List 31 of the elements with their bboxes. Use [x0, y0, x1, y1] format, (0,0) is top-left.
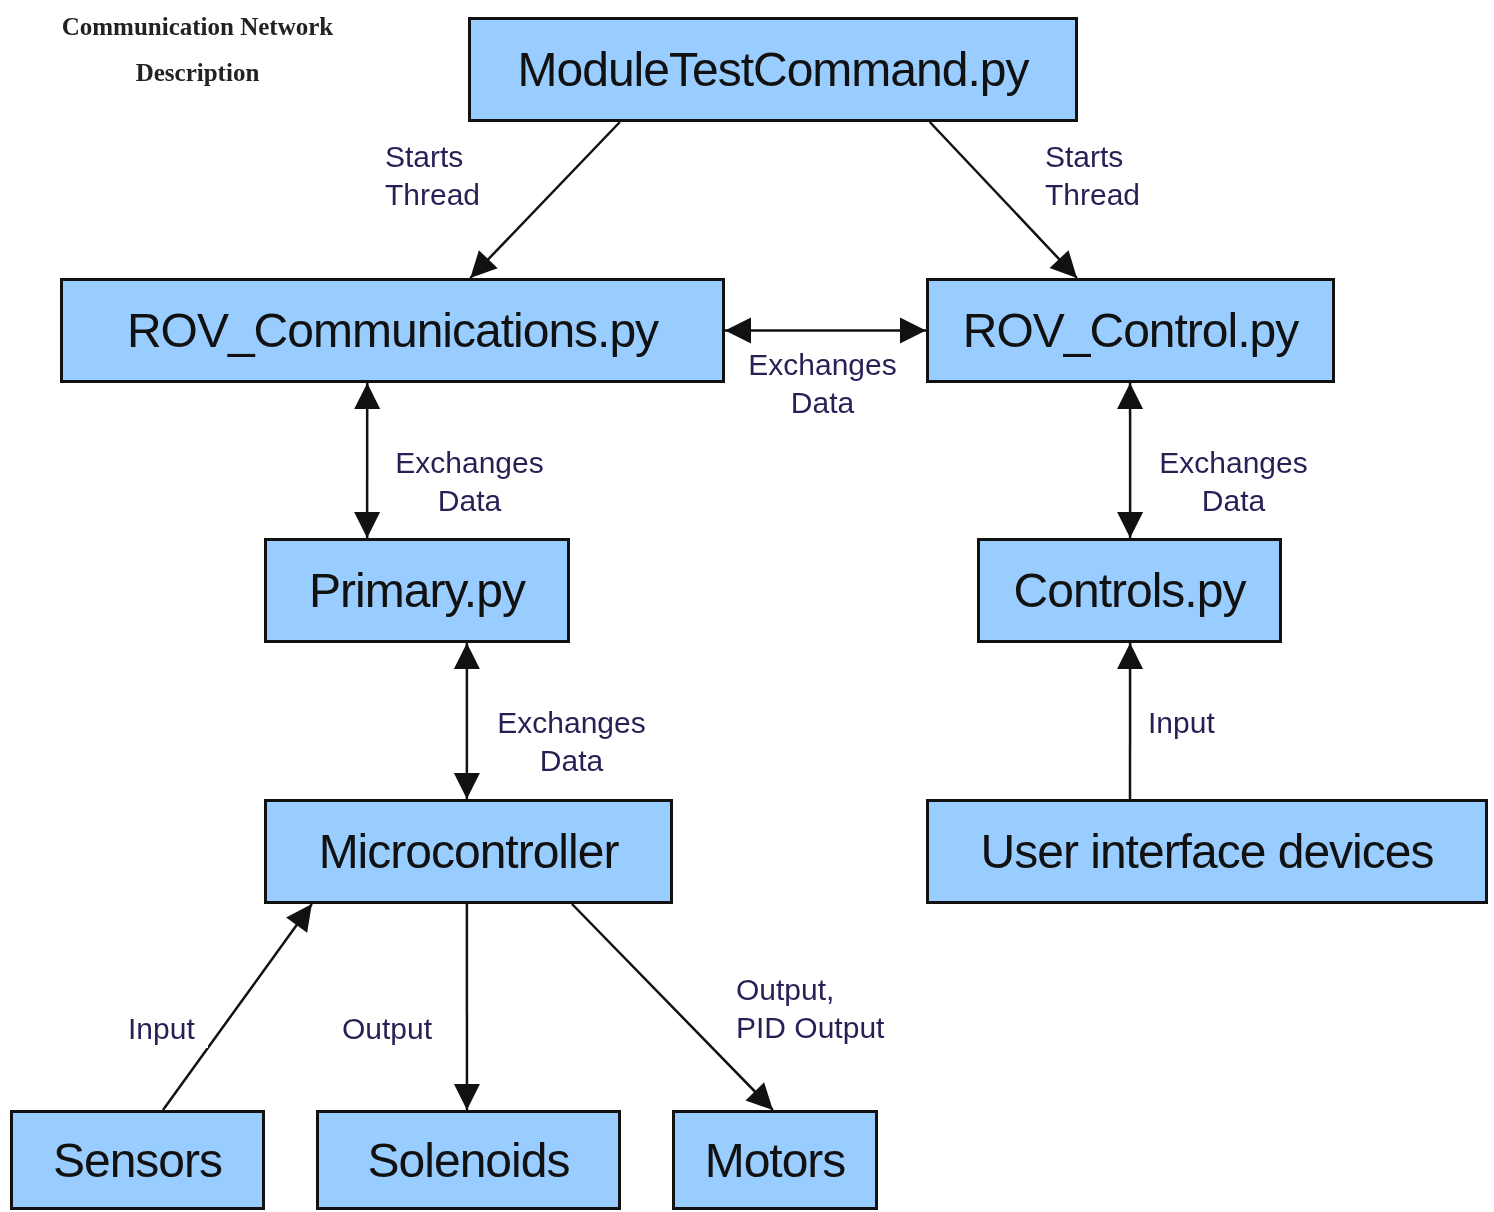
process-box: [926, 278, 1335, 383]
box-label: ROV_Communications.py: [126, 303, 659, 358]
process-box: [60, 278, 725, 383]
box-label: Solenoids: [367, 1132, 570, 1188]
arrow: [453, 643, 480, 799]
arrow: [354, 383, 381, 538]
process-box: [977, 538, 1282, 643]
arrow: [1117, 643, 1144, 799]
box-label: Motors: [704, 1132, 846, 1188]
process-box: [10, 1110, 265, 1210]
process-box: [264, 799, 673, 904]
process-box: [926, 799, 1488, 904]
process-box: [264, 538, 570, 643]
box-label: Controls.py: [1013, 563, 1246, 618]
box-label: Primary.py: [309, 563, 525, 618]
box-label: ModuleTestCommand.py: [517, 42, 1029, 97]
box-label: Sensors: [52, 1132, 223, 1188]
arrow: [469, 121, 621, 279]
arrow: [453, 904, 480, 1110]
arrow: [928, 121, 1078, 279]
arrow: [571, 903, 774, 1111]
process-box: [672, 1110, 878, 1210]
arrow: [162, 903, 313, 1111]
process-box: [468, 17, 1078, 122]
box-label: ROV_Control.py: [962, 303, 1299, 358]
diagram-title: Communication Network Description: [60, 12, 335, 88]
box-label: Microcontroller: [318, 824, 619, 879]
box-label: User interface devices: [980, 824, 1434, 879]
arrow: [1117, 383, 1144, 538]
arrow: [725, 317, 926, 344]
process-box: [316, 1110, 621, 1210]
